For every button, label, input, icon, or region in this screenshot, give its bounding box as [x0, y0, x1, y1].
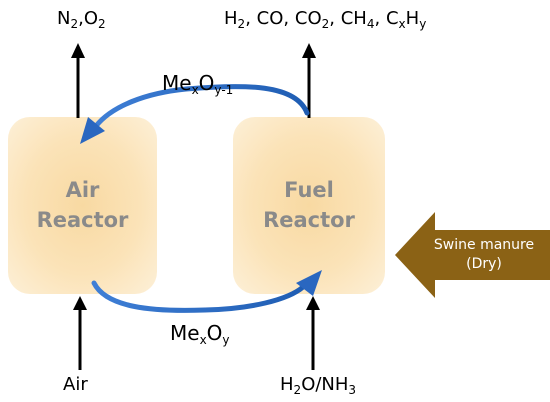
- fuel-out-hy-sub: y: [419, 17, 427, 31]
- air-out-n-sub: 2: [70, 17, 79, 31]
- fuel-in-rest: O/NH: [301, 374, 349, 395]
- fuel-out-co2: CO: [294, 8, 322, 29]
- feed-label: Swine manure (Dry): [420, 236, 548, 274]
- fuel-out-ch: CH: [340, 8, 367, 29]
- air-output-label: N2,O2: [57, 8, 106, 31]
- oxide-top-label: MexOy-1: [162, 72, 233, 97]
- fuel-reactor-label-line1: Fuel: [284, 178, 334, 202]
- fuel-out-hy: H: [405, 8, 420, 29]
- fuel-in-rest-sub: 3: [348, 383, 357, 397]
- air-input-label: Air: [63, 374, 88, 395]
- fuel-reactor-label: Fuel Reactor: [233, 175, 385, 235]
- oxide-bottom-label: MexOy: [170, 322, 230, 347]
- oxide-top-o: O: [198, 71, 215, 95]
- fuel-out-h-sub: 2: [237, 17, 246, 31]
- fuel-output-label: H2, CO, CO2, CH4, CxHy: [224, 8, 426, 31]
- air-out-n: N: [57, 8, 71, 29]
- fuel-reactor-label-line2: Reactor: [263, 208, 355, 232]
- feed-label-line2: (Dry): [466, 256, 502, 272]
- feed-arrow: [395, 212, 550, 298]
- fuel-out-h: H: [224, 8, 238, 29]
- fuel-out-co2-sub: 2: [321, 17, 330, 31]
- fuel-out-c-sub: x: [398, 17, 406, 31]
- oxide-bottom-x: x: [199, 333, 207, 347]
- fuel-in-h-sub: 2: [293, 383, 302, 397]
- air-reactor-label-line2: Reactor: [36, 208, 129, 232]
- oxide-bottom-o: O: [206, 321, 223, 345]
- bottom-loop-arrow: [91, 270, 322, 313]
- air-reactor: Air Reactor: [8, 117, 157, 294]
- fuel-out-co: CO: [256, 8, 284, 29]
- oxide-top-x: x: [191, 83, 199, 97]
- air-out-o-sub: 2: [98, 17, 106, 31]
- fuel-in-h: H: [280, 374, 294, 395]
- oxide-top-me: Me: [162, 71, 192, 95]
- fuel-input-label: H2O/NH3: [280, 374, 356, 397]
- fuel-out-ch-sub: 4: [366, 17, 375, 31]
- air-out-arrow: [71, 43, 85, 118]
- fuel-out-c: C: [385, 8, 399, 29]
- fuel-out-sep4: ,: [374, 8, 381, 29]
- air-in-arrow: [73, 296, 87, 370]
- air-out-o: O: [83, 8, 99, 29]
- fuel-out-sep3: ,: [329, 8, 335, 29]
- oxide-bottom-y: y: [222, 333, 230, 347]
- fuel-out-sep2: ,: [283, 8, 290, 29]
- fuel-out-sep1: ,: [245, 8, 251, 29]
- top-loop-arrow: [80, 84, 310, 144]
- feed-label-line1: Swine manure: [433, 237, 535, 253]
- air-reactor-label-line1: Air: [65, 178, 100, 202]
- oxide-top-y: y-1: [214, 83, 234, 97]
- fuel-in-arrow: [306, 296, 320, 370]
- oxide-bottom-me: Me: [170, 321, 200, 345]
- fuel-out-arrow: [302, 43, 316, 118]
- fuel-reactor: Fuel Reactor: [233, 117, 385, 294]
- air-reactor-label: Air Reactor: [8, 175, 157, 235]
- air-out-sep: ,: [78, 8, 84, 29]
